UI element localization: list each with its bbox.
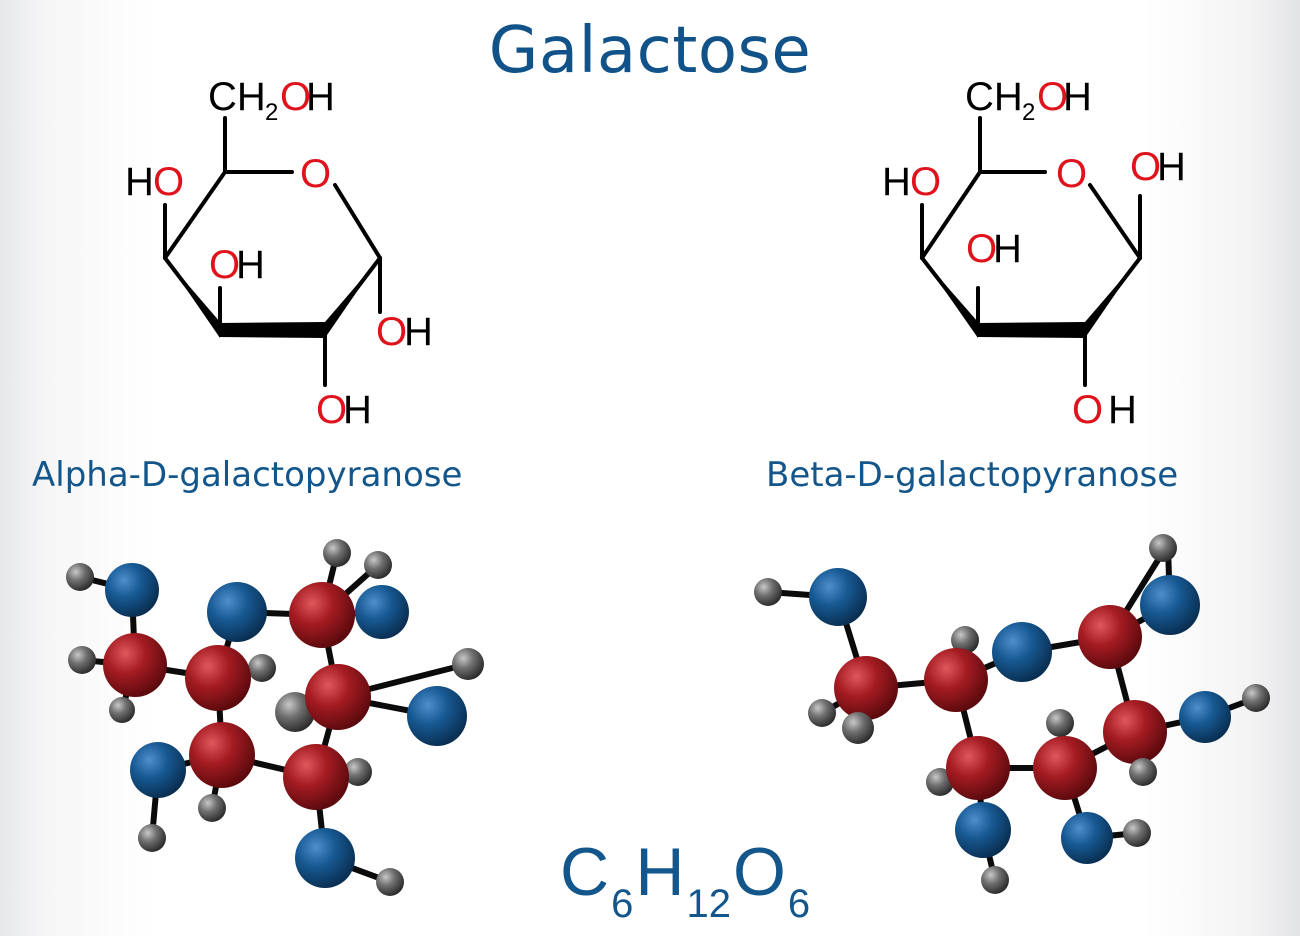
hydrogen-atom: [376, 868, 404, 896]
alpha-ch2-subscript: 2: [265, 99, 278, 126]
alpha-c3-oxygen: O: [209, 243, 240, 287]
hydrogen-atom: [951, 626, 979, 654]
hydrogen-atom: [323, 539, 351, 567]
hydrogen-atom: [109, 697, 135, 723]
oxygen-atom: [355, 585, 409, 639]
alpha-skeletal-formula: [163, 116, 382, 387]
beta-ring-oxygen: O: [1056, 152, 1087, 196]
carbon-atom: [834, 656, 898, 720]
alpha-c2-oxygen: O: [316, 388, 347, 432]
carbon-atom: [1033, 736, 1097, 800]
carbon-atom: [924, 648, 988, 712]
oxygen-atom: [105, 563, 159, 617]
hydrogen-atom: [1129, 758, 1157, 786]
alpha-name-label: Alpha-D-galactopyranose: [32, 455, 463, 495]
alpha-ring-oxygen: O: [300, 152, 331, 196]
alpha-c1-hydrogen: H: [404, 310, 433, 354]
hydrogen-atom: [808, 699, 836, 727]
carbon-atom: [283, 744, 349, 810]
oxygen-atom: [1179, 691, 1231, 743]
formula-oxygen: O: [732, 834, 786, 910]
oxygen-atom: [1140, 575, 1200, 635]
beta-c2-hydrogen: H: [1108, 388, 1137, 432]
beta-ball-and-stick-model: [754, 534, 1270, 894]
alpha-c1-oxygen: O: [376, 310, 407, 354]
oxygen-atom: [207, 582, 267, 642]
alpha-model-atoms: [66, 539, 484, 896]
beta-skeletal-formula: [920, 116, 1142, 387]
carbon-atom: [189, 722, 255, 788]
alpha-c2-hydrogen: H: [343, 388, 372, 432]
alpha-c3-hydrogen: H: [236, 243, 265, 287]
carbon-atom: [946, 736, 1010, 800]
alpha-atom-labels: CH 2 O H H O O O H O H O H: [125, 75, 433, 432]
beta-c2-oxygen: O: [1072, 388, 1103, 432]
hydrogen-atom: [842, 712, 874, 744]
oxygen-atom: [130, 742, 186, 798]
oxygen-atom: [295, 828, 355, 888]
formula-carbon-count: 6: [611, 882, 634, 926]
beta-c1-hydrogen: H: [1157, 145, 1186, 189]
hydrogen-atom: [1242, 684, 1270, 712]
beta-atom-labels: CH 2 O H H O O O H O H O H: [882, 75, 1186, 432]
hydrogen-atom: [248, 654, 276, 682]
beta-ch2-label: CH: [965, 75, 1023, 119]
alpha-c4-hydrogen: H: [125, 160, 154, 204]
formula-hydrogen: H: [635, 834, 685, 910]
hydrogen-atom: [275, 692, 315, 732]
alpha-c6-oxygen: O: [280, 75, 311, 119]
carbon-atom: [185, 645, 251, 711]
alpha-ball-and-stick-model: [66, 539, 484, 896]
hydrogen-atom: [754, 578, 782, 606]
hydrogen-atom: [344, 758, 372, 786]
formula-carbon: C: [560, 834, 610, 910]
beta-c6-oxygen: O: [1037, 75, 1068, 119]
hydrogen-atom: [66, 563, 94, 591]
beta-ch2-subscript: 2: [1022, 99, 1035, 126]
beta-c1-oxygen: O: [1130, 145, 1161, 189]
beta-name-label: Beta-D-galactopyranose: [766, 455, 1179, 495]
oxygen-atom: [992, 622, 1052, 682]
oxygen-atom: [809, 568, 867, 626]
molecular-formula: C6H12O6: [560, 838, 812, 924]
oxygen-atom: [407, 686, 467, 746]
oxygen-atom: [1061, 812, 1113, 864]
hydrogen-atom: [138, 824, 166, 852]
hydrogen-atom: [452, 648, 484, 680]
hydrogen-atom: [1046, 709, 1074, 737]
carbon-atom: [1103, 700, 1167, 764]
formula-oxygen-count: 6: [787, 882, 811, 926]
carbon-atom: [1078, 605, 1142, 669]
hydrogen-atom: [198, 794, 226, 822]
alpha-c6-hydrogen: H: [306, 75, 335, 119]
carbon-atom: [289, 582, 355, 648]
carbon-atom: [103, 633, 167, 697]
hydrogen-atom: [1123, 819, 1151, 847]
alpha-c4-oxygen: O: [153, 160, 184, 204]
beta-c3-hydrogen: H: [993, 227, 1022, 271]
formula-hydrogen-count: 12: [686, 882, 731, 926]
alpha-ch2-label: CH: [208, 75, 266, 119]
beta-c3-oxygen: O: [966, 227, 997, 271]
beta-model-atoms: [754, 534, 1270, 894]
oxygen-atom: [955, 802, 1011, 858]
hydrogen-atom: [1149, 534, 1177, 562]
carbon-atom: [305, 664, 371, 730]
beta-c4-oxygen: O: [910, 160, 941, 204]
beta-c4-hydrogen: H: [882, 160, 911, 204]
hydrogen-atom: [364, 551, 392, 579]
hydrogen-atom: [981, 866, 1009, 894]
page-title: Galactose: [488, 14, 812, 88]
beta-c6-hydrogen: H: [1063, 75, 1092, 119]
hydrogen-atom: [68, 646, 96, 674]
